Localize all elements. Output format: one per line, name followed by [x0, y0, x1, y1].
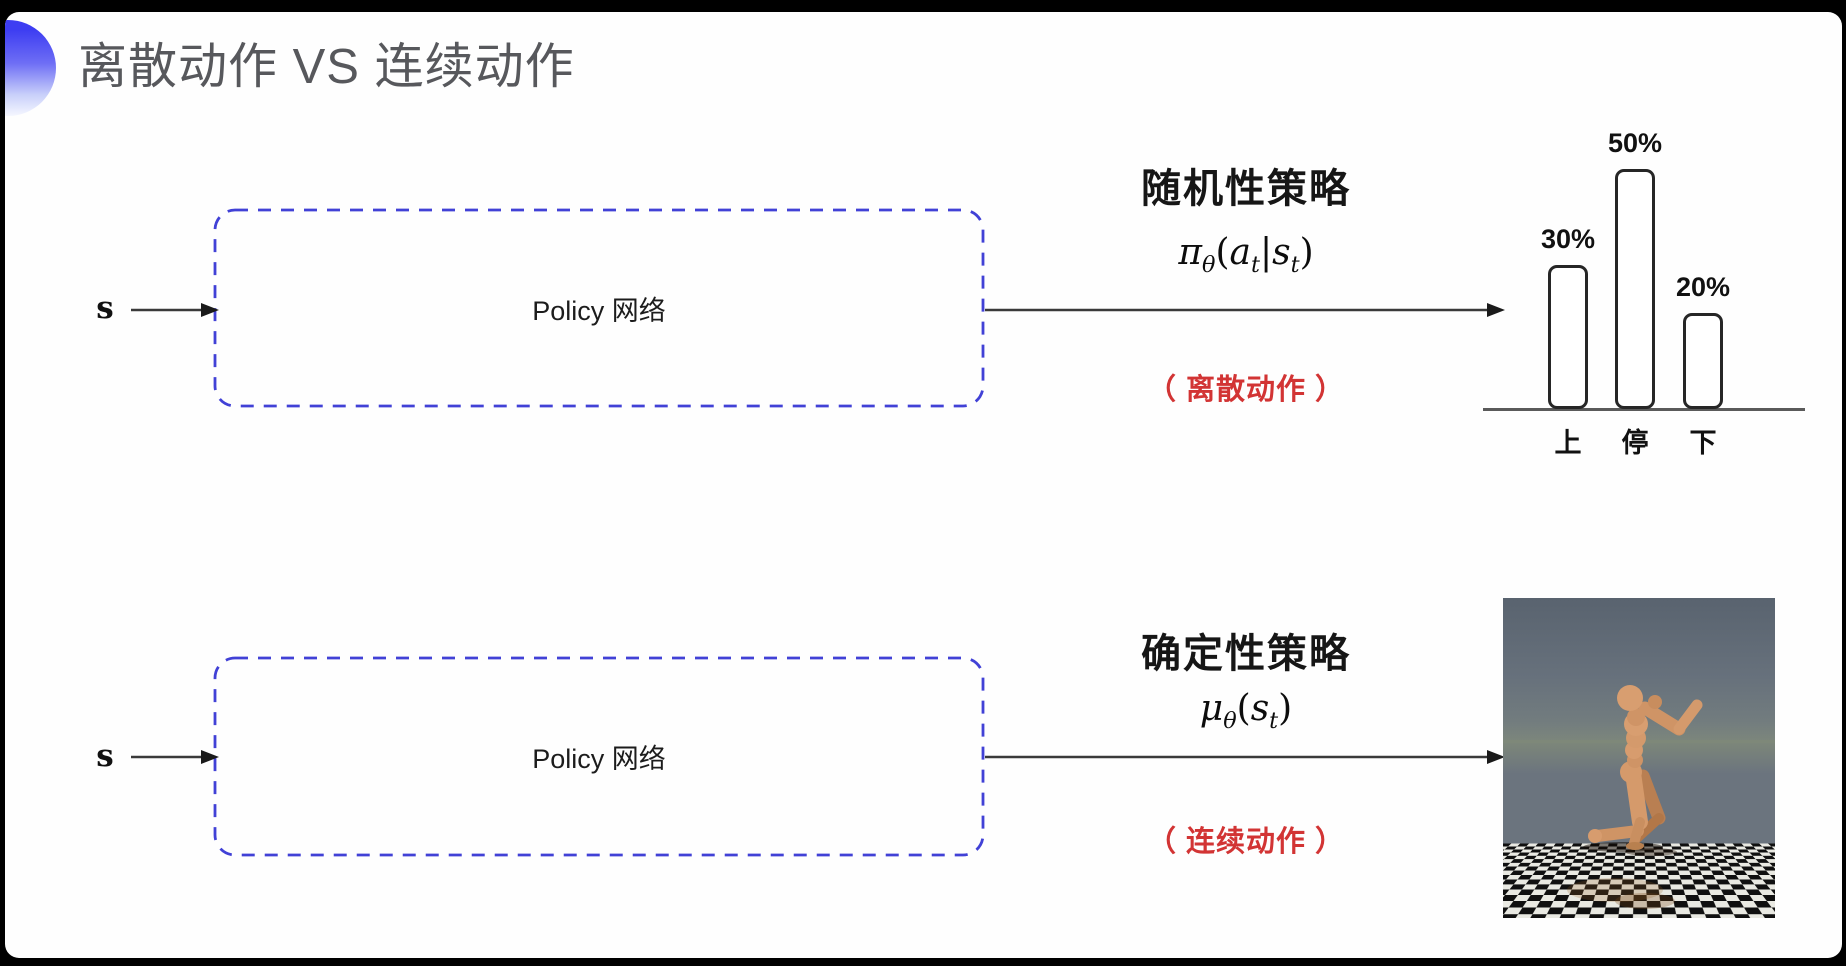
chart-baseline: [1483, 408, 1805, 411]
arrow-policy-to-distribution: [985, 303, 1505, 317]
probability-bar: [1548, 265, 1588, 409]
arrow-state-to-policy-bottom: [131, 750, 219, 764]
bar-category-label: 上: [1554, 428, 1582, 458]
bar-value-label: 20%: [1675, 272, 1731, 302]
bar-value-label: 50%: [1607, 128, 1663, 158]
arrow-policy-to-action: [985, 750, 1505, 764]
policy-network-box-bottom: Policy 网络: [215, 658, 983, 855]
continuous-action-note: （ 连续动作 ）: [1146, 826, 1346, 858]
policy-network-box-top: Policy 网络: [215, 210, 983, 406]
stochastic-policy-title: 随机性策略: [1141, 167, 1351, 211]
deterministic-policy-formula: μθ(st): [1199, 688, 1293, 735]
probability-bar: [1615, 169, 1655, 409]
humanoid-simulation-image: [1503, 598, 1775, 918]
state-input-label-top: s: [96, 290, 114, 326]
page-title: 离散动作 VS 连续动作: [78, 40, 575, 94]
deterministic-policy-title: 确定性策略: [1141, 632, 1351, 676]
title-accent-circle: [5, 20, 56, 116]
stochastic-policy-formula: πθ(at|st): [1178, 232, 1314, 279]
bar-category-label: 下: [1689, 428, 1717, 458]
bar-category-label: 停: [1621, 428, 1649, 458]
humanoid-robot-figure: [1567, 685, 1703, 909]
bar-value-label: 30%: [1540, 224, 1596, 254]
arrow-state-to-policy-top: [131, 303, 219, 317]
policy-network-label-top: Policy 网络: [532, 295, 666, 326]
action-probability-chart: 30% 上 50% 停 20% 下: [1483, 108, 1805, 458]
probability-bar: [1683, 313, 1723, 409]
discrete-action-note: （ 离散动作 ）: [1146, 374, 1346, 406]
policy-network-label-bottom: Policy 网络: [532, 744, 666, 774]
state-input-label-bottom: s: [96, 738, 114, 774]
slide-background: 离散动作 VS 连续动作: [5, 12, 1842, 958]
